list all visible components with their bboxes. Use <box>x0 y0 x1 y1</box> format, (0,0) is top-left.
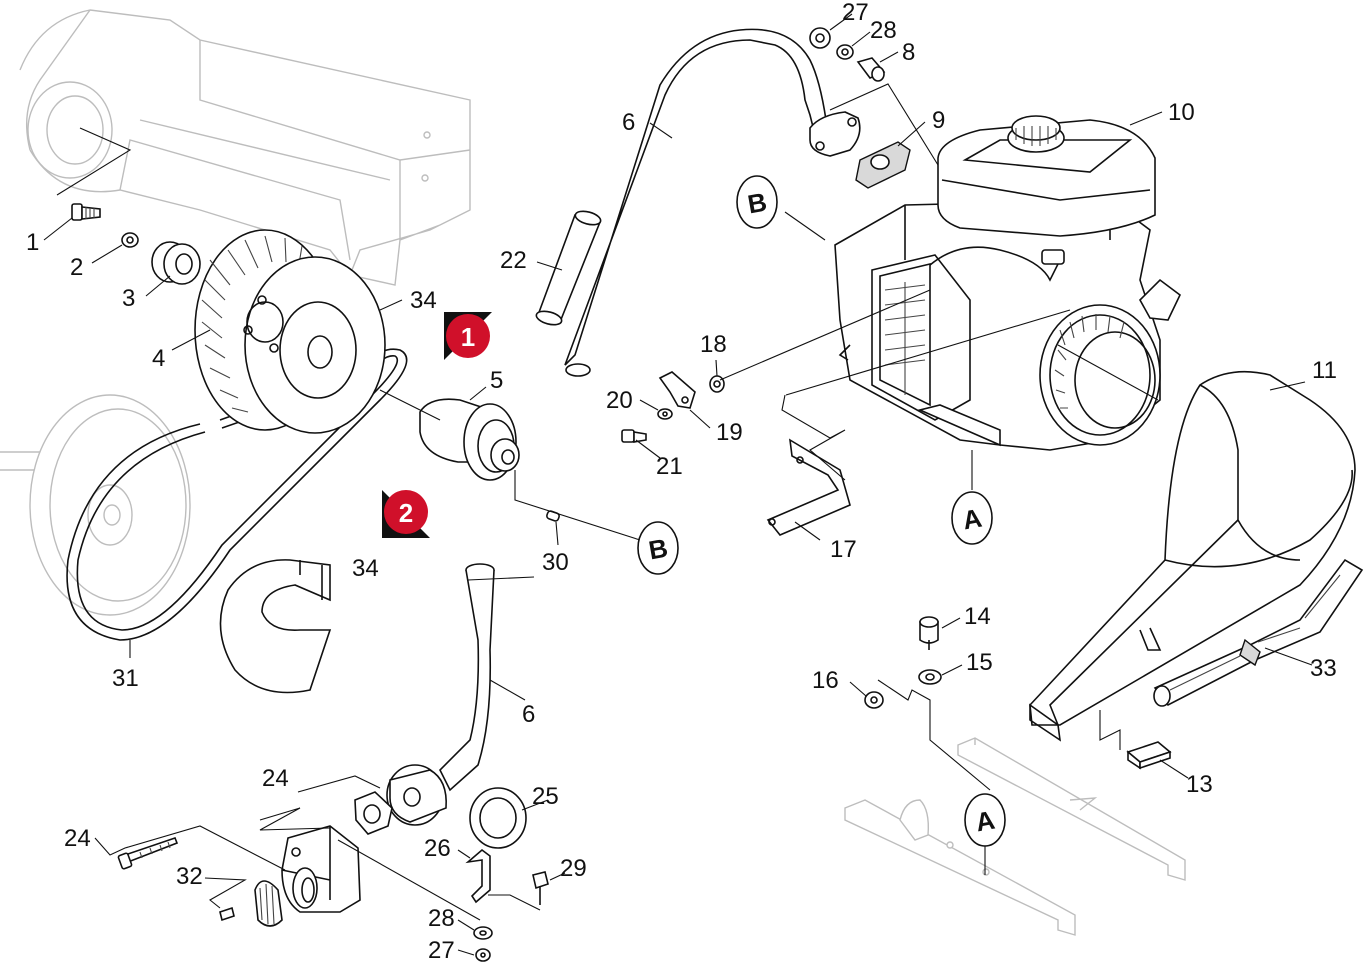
callout-8: 8 <box>902 39 915 66</box>
handle-tube-lower <box>386 563 495 826</box>
mounting-bracket <box>766 438 851 536</box>
callout-19: 19 <box>716 419 743 446</box>
callout-28-top: 28 <box>870 17 897 44</box>
callout-25: 25 <box>532 783 559 810</box>
callout-5: 5 <box>490 367 503 394</box>
ref-marker-b-hub: B <box>637 521 679 575</box>
hub-coupling <box>419 398 520 481</box>
callout-29: 29 <box>560 855 587 882</box>
callout-22: 22 <box>500 247 527 274</box>
callout-33: 33 <box>1310 655 1337 682</box>
callout-14: 14 <box>964 603 991 630</box>
callout-10: 10 <box>1168 99 1195 126</box>
belt-guard <box>1029 370 1356 742</box>
leader-lines <box>43 13 1313 956</box>
callout-34-top: 34 <box>410 287 437 314</box>
callout-16: 16 <box>812 667 839 694</box>
callout-26: 26 <box>424 835 451 862</box>
small-bracket-fasteners <box>621 371 725 443</box>
callout-1: 1 <box>26 229 39 256</box>
ref-marker-a-engine: A <box>951 491 993 545</box>
v-belt <box>66 348 408 641</box>
ref-a-engine-label: A <box>960 503 984 536</box>
muffler-assembly <box>117 791 393 927</box>
step-badge-1: 1 <box>444 312 492 360</box>
ref-marker-b-top: B <box>736 175 778 229</box>
drive-pulley-ghost <box>0 394 191 616</box>
spacer-block <box>1126 741 1172 770</box>
flange-gasket <box>809 27 911 189</box>
rubber-hose <box>535 210 602 326</box>
callout-32: 32 <box>176 863 203 890</box>
ref-b-hub-label: B <box>646 533 670 566</box>
sealing-ring <box>469 787 527 849</box>
callout-31: 31 <box>112 665 139 692</box>
callout-labels: 1 2 3 4 5 6 6 8 9 10 11 13 14 15 16 17 1… <box>26 0 1337 964</box>
callout-6-top: 6 <box>622 109 635 136</box>
frame-fasteners <box>864 616 942 709</box>
screw-washer-bearing <box>71 203 201 285</box>
callout-34-lower: 34 <box>352 555 379 582</box>
callout-2: 2 <box>70 254 83 281</box>
callout-27-top: 27 <box>842 0 869 26</box>
cover-plate <box>219 559 332 694</box>
callout-17: 17 <box>830 536 857 563</box>
callout-24-top: 24 <box>262 765 289 792</box>
engine <box>834 115 1182 451</box>
clip-and-fasteners <box>465 848 549 962</box>
fan-pulley <box>194 229 386 434</box>
callout-20: 20 <box>606 387 633 414</box>
callout-30: 30 <box>542 549 569 576</box>
callout-3: 3 <box>122 285 135 312</box>
callout-6-lower: 6 <box>522 701 535 728</box>
step-1-label: 1 <box>461 322 475 352</box>
callout-28-bottom: 28 <box>428 905 455 932</box>
callout-15: 15 <box>966 649 993 676</box>
callout-21: 21 <box>656 453 683 480</box>
callout-4: 4 <box>152 345 165 372</box>
frame-ghost <box>844 737 1186 936</box>
edge-profile <box>1153 558 1364 707</box>
handle-tube-upper <box>564 28 832 377</box>
step-badge-2: 2 <box>382 490 430 538</box>
ref-a-frame-label: A <box>973 805 997 838</box>
callout-24-left: 24 <box>64 825 91 852</box>
step-2-label: 2 <box>399 498 413 528</box>
callout-11: 11 <box>1312 357 1337 384</box>
ref-marker-a-frame: A <box>964 793 1006 847</box>
ref-b-top-label: B <box>745 187 769 220</box>
callout-27-bottom: 27 <box>428 937 455 964</box>
callout-9: 9 <box>932 107 945 134</box>
callout-13: 13 <box>1186 771 1213 798</box>
callout-18: 18 <box>700 331 727 358</box>
